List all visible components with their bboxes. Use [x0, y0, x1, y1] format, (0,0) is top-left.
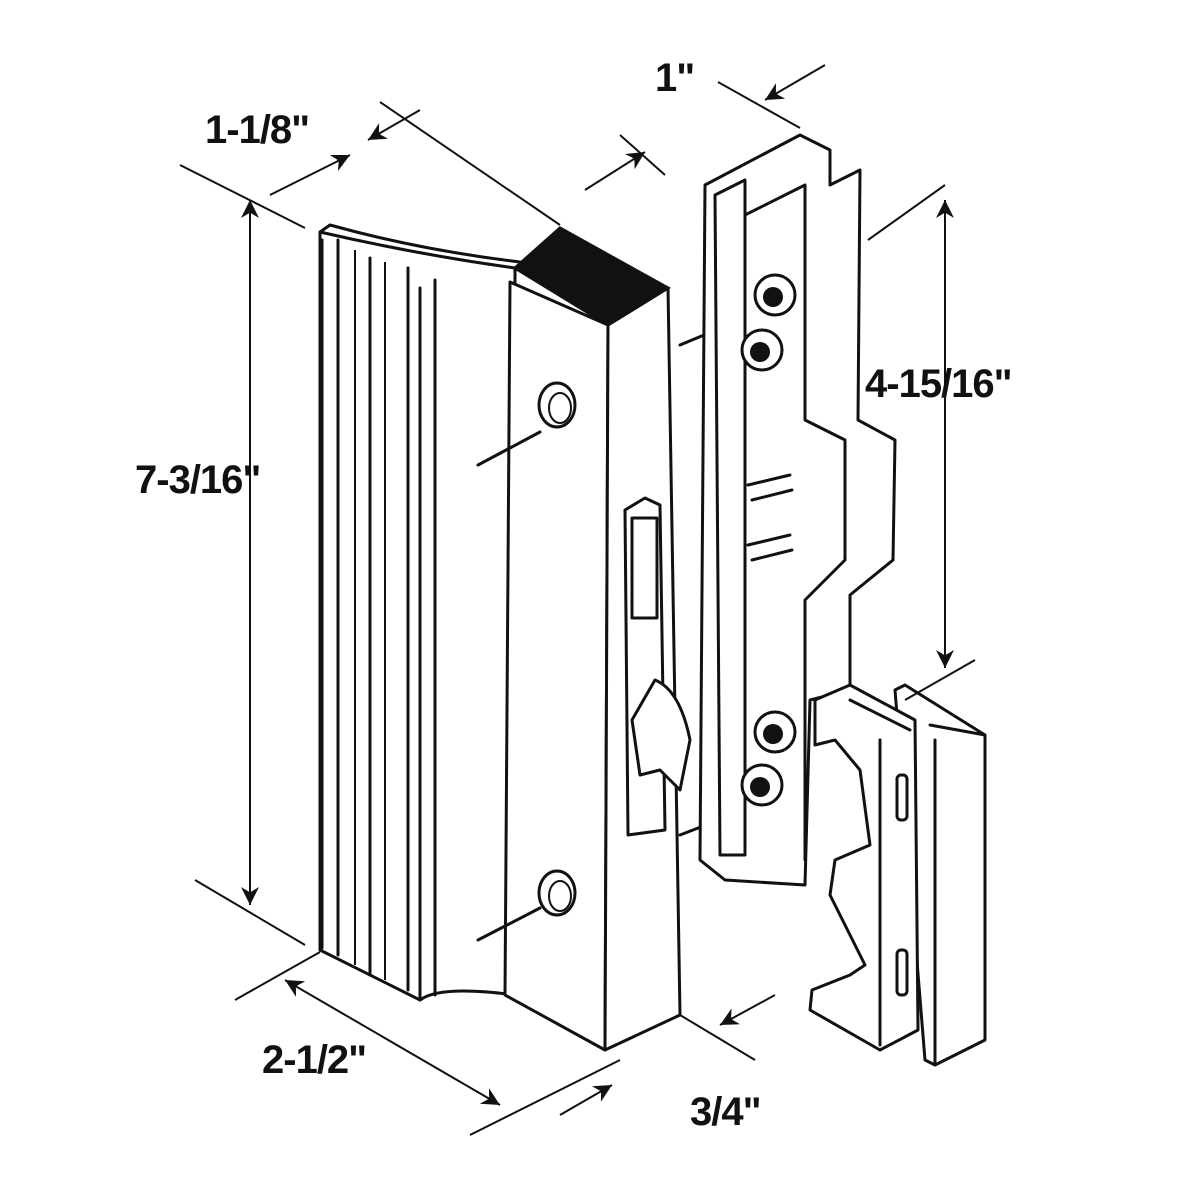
- keeper-posts: [740, 273, 797, 807]
- latch-slot: [623, 496, 692, 837]
- screw-hole-top: [537, 381, 577, 429]
- dimension-lines: [179, 64, 976, 1136]
- handle: [318, 223, 747, 1052]
- grip-ridges: [320, 238, 437, 1002]
- dimension-label-depth: 1-1/8": [205, 108, 310, 152]
- dimension-label-height: 7-3/16": [135, 458, 261, 502]
- clip: [808, 683, 987, 1067]
- dimension-label-thickness: 3/4": [690, 1090, 762, 1134]
- keeper: [698, 133, 897, 887]
- dimension-label-width: 2-1/2": [262, 1038, 367, 1082]
- dimension-label-hole-spacing: 4-15/16": [865, 362, 1013, 406]
- screw-hole-bottom: [537, 869, 577, 917]
- dimension-label-keeper-width: 1": [655, 56, 695, 100]
- top-cap: [512, 226, 671, 327]
